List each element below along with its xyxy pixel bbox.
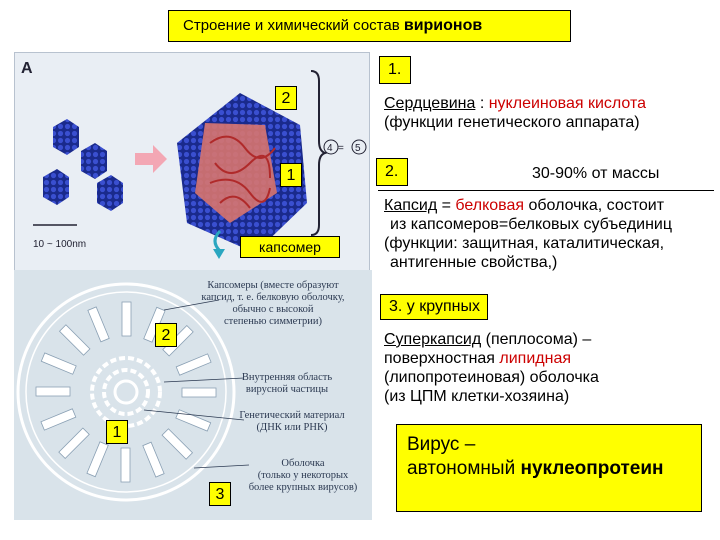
cross-section-diagram [16, 282, 250, 502]
virion-illustration: A 10 ~ 100nm 4 = 5 [21, 60, 367, 259]
genome-spiral [90, 356, 162, 428]
figure-label-2: 2 [155, 323, 177, 347]
small-virion [81, 143, 107, 179]
divider-line [378, 190, 714, 191]
small-virion [43, 169, 69, 205]
section-3-text: Суперкапсид (пеплосома) – поверхностная … [384, 331, 599, 405]
small-virion [53, 119, 79, 155]
figure-label-3: 3 [209, 482, 231, 506]
small-virion [97, 175, 123, 211]
figure-label-2: 2 [275, 86, 297, 110]
virion-3d-figure: A 10 ~ 100nm 4 = 5 [14, 52, 370, 272]
caption-envelope: Оболочка(только у некоторых более крупны… [248, 458, 358, 493]
caption-genetic-material: Генетический материал(ДНК или РНК) [239, 410, 345, 433]
section-1-text: Сердцевина : нуклеиновая кислота (функци… [384, 95, 647, 131]
slide-title: Строение и химический состав вирионов [168, 10, 571, 42]
capsomer-ring [35, 301, 217, 483]
section-2-mass: 30-90% от массы [532, 165, 660, 182]
figure-label-1: 1 [106, 420, 128, 444]
arrow-icon [135, 145, 167, 173]
envelope-circle [16, 282, 236, 502]
virus-definition-box: Вирус – автономный нуклеопротеин [396, 424, 702, 512]
virion-cross-section-figure [14, 270, 372, 520]
section-3-number: 3. у крупных [380, 294, 488, 320]
figure-label-1: 1 [280, 163, 302, 187]
svg-text:4: 4 [327, 143, 333, 154]
capsomer-label: капсомер [240, 236, 340, 258]
section-2-text: Капсид = белковая оболочка, состоит из к… [384, 197, 673, 271]
section-2-number: 2. [376, 158, 408, 186]
svg-text:5: 5 [355, 143, 361, 154]
figure-letter: A [21, 60, 33, 77]
svg-text:=: = [338, 143, 344, 154]
section-1-number: 1. [379, 56, 411, 84]
scale-label: 10 ~ 100nm [33, 239, 86, 250]
